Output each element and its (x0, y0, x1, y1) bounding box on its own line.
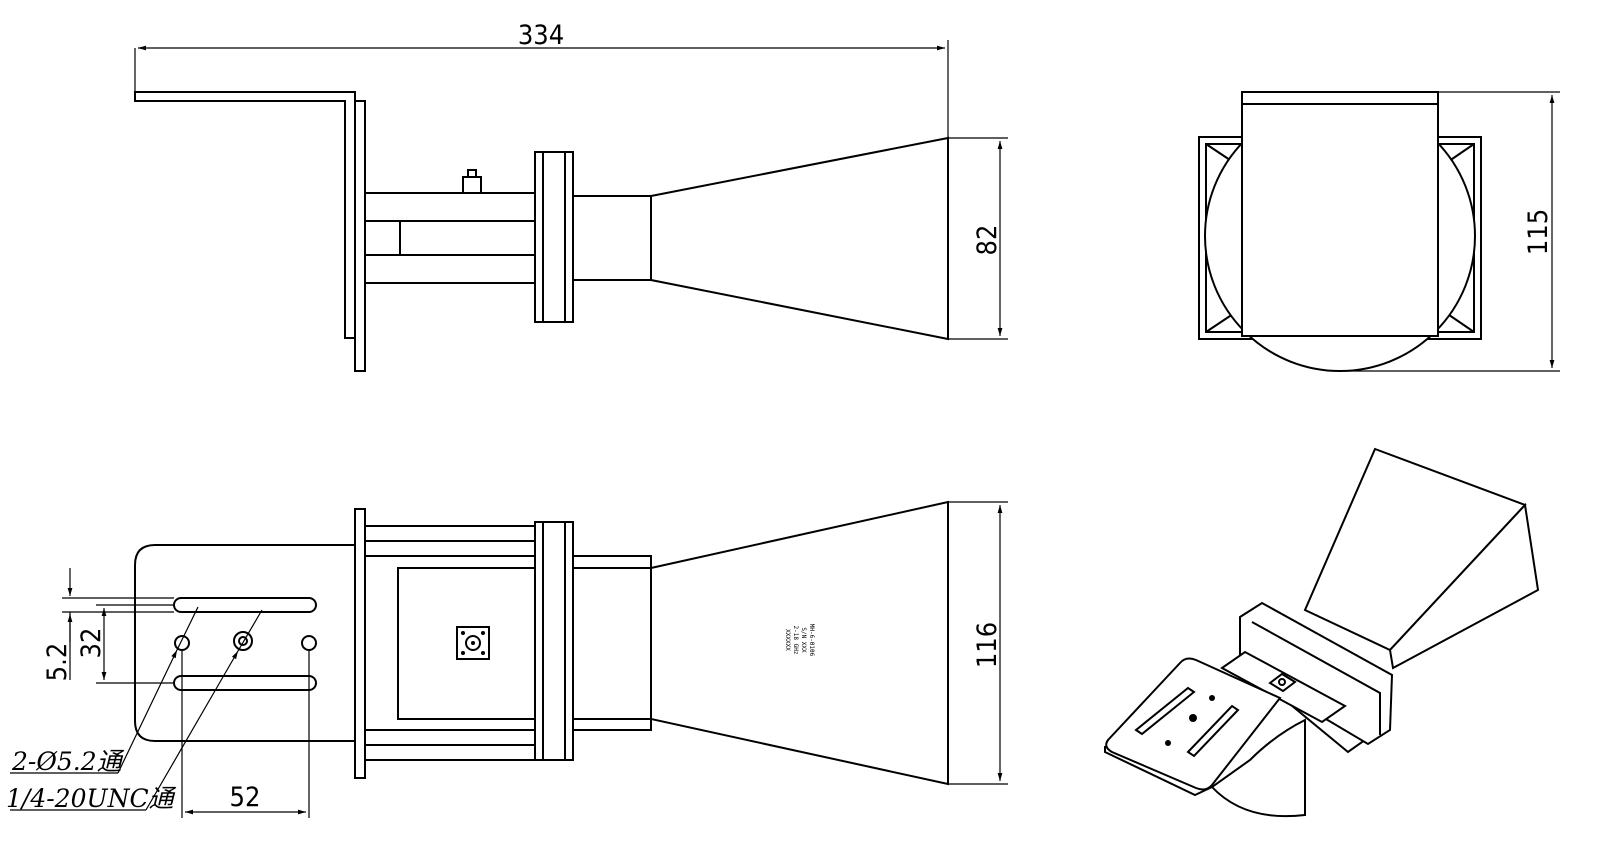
side-throat (572, 195, 652, 281)
dim-52-label: 52 (230, 782, 261, 813)
top-threaded-hole (233, 631, 253, 651)
top-sma-connector (456, 626, 490, 660)
dimension-slot-spacing: 32 (76, 604, 174, 684)
note-threaded-hole: 1/4-20UNC通 (6, 784, 177, 813)
dimension-hole-spacing: 52 (181, 650, 310, 818)
side-rail-upper (364, 192, 536, 222)
dim-116-label: 116 (972, 622, 1003, 668)
dimension-overall-length: 334 (134, 20, 949, 138)
dim-82-label: 82 (972, 225, 1003, 256)
iso-slot-2 (1186, 704, 1240, 758)
side-rail-lower (364, 254, 536, 284)
dimension-front-height: 115 (1340, 91, 1560, 372)
side-rail-spacer (364, 220, 401, 256)
label-line2: S/N XXX (800, 627, 807, 653)
side-view (134, 91, 949, 372)
dimension-slot-width: 5.2 (42, 568, 174, 681)
side-horn (650, 136, 949, 341)
iso-connector (1268, 672, 1297, 693)
front-view (1198, 91, 1482, 372)
iso-horn-side-face (1388, 502, 1540, 670)
side-bracket (134, 91, 356, 339)
label-plate: MH-6-0106 S/N XXX 2-18 GHz XXXXXX (784, 624, 815, 657)
side-connector-tip (467, 169, 477, 178)
label-line1: MH-6-0106 (808, 624, 815, 657)
top-view: MH-6-0106 S/N XXX 2-18 GHz XXXXXX (134, 500, 949, 786)
side-connector (462, 176, 482, 194)
dim-334-label: 334 (518, 20, 564, 51)
side-mount-plate (354, 100, 366, 372)
dim-32-label: 32 (76, 628, 107, 659)
top-vertical-plate (354, 508, 366, 779)
dimension-aperture-height: 82 (948, 137, 1008, 340)
top-flange (534, 521, 574, 761)
iso-disc (1210, 718, 1306, 818)
top-mount-plate (134, 544, 356, 742)
leader-notes: 2-Ø5.2通 1/4-20UNC通 (6, 606, 263, 813)
front-horn-aperture (1241, 91, 1439, 337)
note-through-holes: 2-Ø5.2通 (11, 747, 125, 776)
top-throat (572, 567, 652, 720)
iso-slot-1 (1134, 686, 1196, 736)
dimension-aperture-width: 116 (948, 501, 1008, 785)
isometric-view (1104, 447, 1540, 818)
dim-5-2-label: 5.2 (42, 643, 73, 682)
side-flange (534, 151, 574, 323)
label-line4: XXXXXX (784, 629, 791, 651)
label-line3: 2-18 GHz (792, 626, 799, 655)
dim-115-label: 115 (1523, 209, 1554, 255)
